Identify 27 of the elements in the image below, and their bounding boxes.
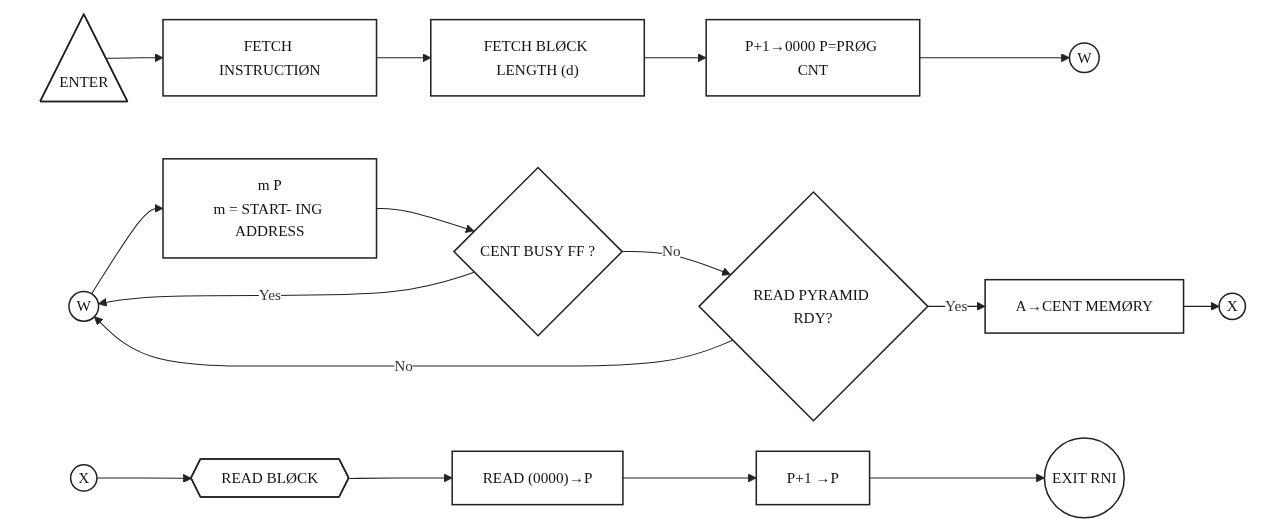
node-box: m P m = START- ING ADDRESS [162,157,378,259]
node-circle: W [68,290,100,322]
edge-label: Yes [945,297,968,314]
arrow [105,52,164,62]
arrow [644,52,707,62]
node-circle: W [1068,41,1101,73]
arrow [91,203,164,294]
node-box: P+1 →P [755,450,871,505]
node-circle: EXIT RNI [1043,436,1126,519]
node-diamond: READ PYRAMID RDY? [698,190,930,422]
node-box: FETCH INSTRUCTIØN [162,18,378,97]
node-box: P+1→0000 P=PRØG CNT [705,18,921,97]
node-box: READ (0000)→P [451,450,624,505]
arrow [348,473,453,482]
node-box: A→CENT MEMØRY [984,278,1185,334]
edge-label: Yes [258,286,282,303]
edge-label: No [662,242,681,259]
edge-label: No [394,357,414,374]
arrow [376,207,475,233]
arrow [919,52,1071,62]
node-diamond: CENT BUSY FF ? [453,165,624,337]
node-box: FETCH BLØCK LENGTH (d) [430,18,646,97]
arrow [94,315,734,367]
node-circle: X [70,463,98,492]
arrow [1183,301,1220,311]
arrow [98,271,475,307]
node-circle: X [1218,291,1247,320]
